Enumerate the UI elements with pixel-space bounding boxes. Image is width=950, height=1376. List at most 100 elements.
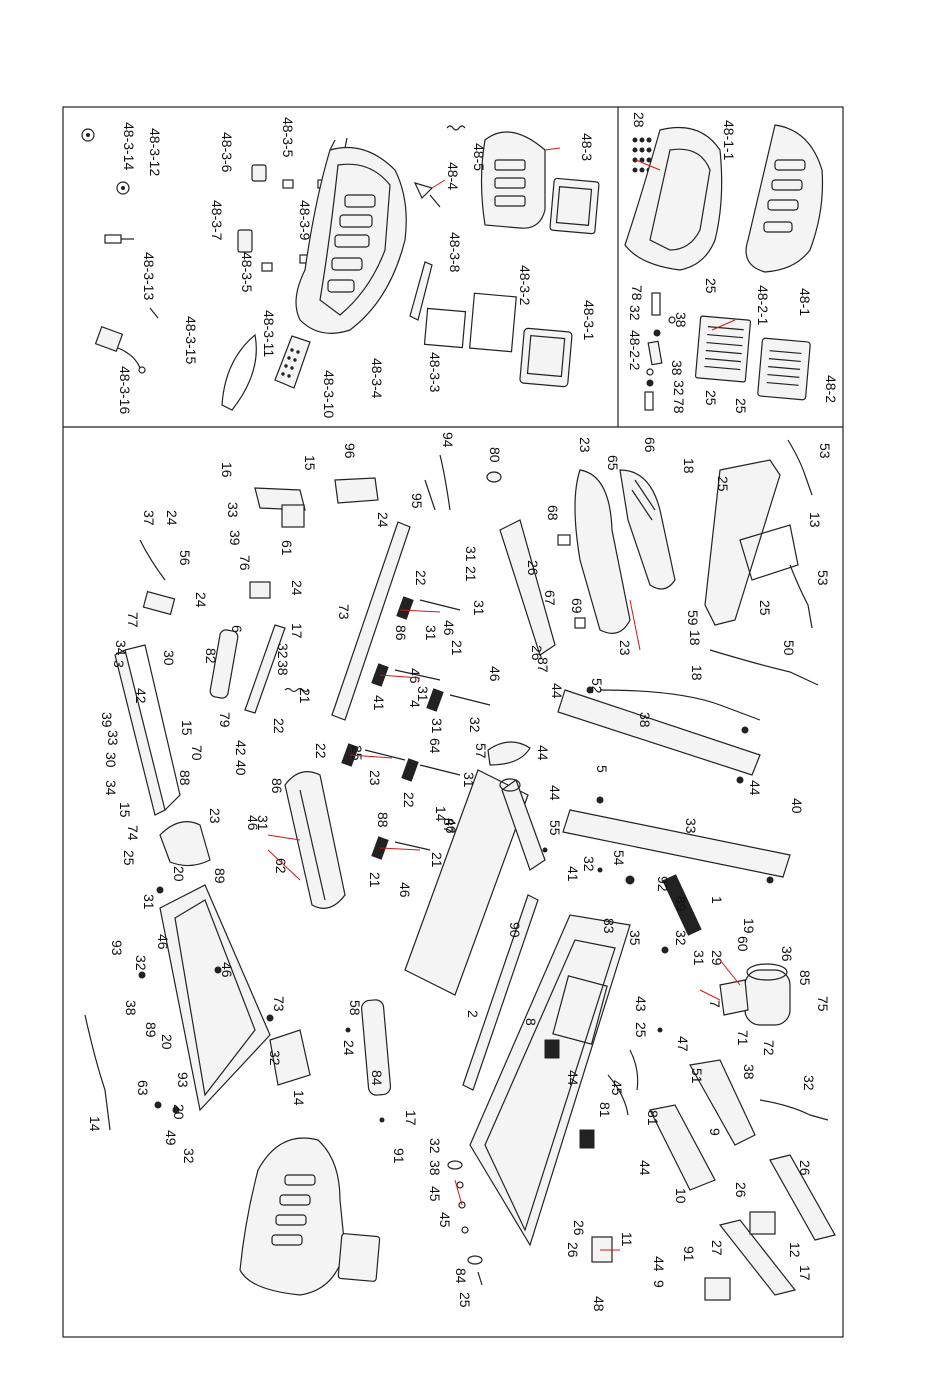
part-label: 89 <box>212 868 228 884</box>
part-label: 79 <box>217 712 233 728</box>
part-label: 91 <box>681 1246 697 1262</box>
part-label: 21 <box>449 640 465 656</box>
part-label: 44 <box>549 683 565 699</box>
part-label: 48-3-2 <box>517 265 533 306</box>
part-label: 20 <box>171 866 187 882</box>
part-label: 25 <box>733 398 749 414</box>
part-label: 87 <box>441 818 457 834</box>
part-label: 26 <box>733 1182 749 1198</box>
part-label: 45 <box>609 1080 625 1096</box>
part-label: 48-3-3 <box>427 352 443 393</box>
part-label: 25 <box>715 476 731 492</box>
part-label: 74 <box>125 825 141 841</box>
part-label: 39 <box>99 712 115 728</box>
part-label: 15 <box>302 455 318 471</box>
part-label: 9 <box>707 1128 723 1136</box>
part-label: 14 <box>87 1116 103 1132</box>
part-label: 25 <box>121 850 137 866</box>
part-label: 75 <box>815 996 831 1012</box>
part-label: 32 <box>671 380 687 396</box>
part-label: 3 <box>111 660 127 668</box>
part-label: 38 <box>275 660 291 676</box>
part-label: 23 <box>367 770 383 786</box>
console-breakdown-panel <box>81 125 600 411</box>
leader-lines <box>267 147 741 1251</box>
part-label: 81 <box>645 1110 661 1126</box>
part-label: 84 <box>453 1268 469 1284</box>
part-label: 34 <box>113 640 129 656</box>
part-label: 48-3-5 <box>239 252 255 293</box>
part-label: 47 <box>675 1036 691 1052</box>
part-label: 21 <box>429 852 445 868</box>
part-label: 83 <box>601 918 617 934</box>
diagram-border <box>62 106 844 1338</box>
part-label: 18 <box>681 458 697 474</box>
part-label: 70 <box>189 745 205 761</box>
part-label: 48-2-1 <box>755 285 771 326</box>
part-label: 33 <box>225 502 241 518</box>
part-label: 38 <box>427 1160 443 1176</box>
part-label: 48-4 <box>445 162 461 190</box>
part-label: 24 <box>289 580 305 596</box>
part-label: 46 <box>219 962 235 978</box>
part-label: 37 <box>141 510 157 526</box>
part-label: 57 <box>473 743 489 759</box>
part-label: 27 <box>709 1240 725 1256</box>
part-label: 31 <box>255 815 271 831</box>
part-label: 31 <box>471 600 487 616</box>
part-label: 5 <box>594 765 610 773</box>
part-label: 50 <box>781 640 797 656</box>
console-base-panel <box>624 124 824 411</box>
part-label: 12 <box>787 1242 803 1258</box>
part-label: 48-3-6 <box>219 132 235 173</box>
part-label: 32 <box>427 1138 443 1154</box>
part-label: 32 <box>181 1148 197 1164</box>
part-label: 71 <box>735 1030 751 1046</box>
part-label: 48-3-8 <box>447 232 463 273</box>
part-label: 38 <box>123 1000 139 1016</box>
part-label: 30 <box>161 650 177 666</box>
part-label: 78 <box>629 285 645 301</box>
part-label: 48-3-16 <box>117 366 133 414</box>
part-label: 25 <box>349 745 365 761</box>
part-label: 22 <box>401 792 417 808</box>
part-label: 86 <box>269 778 285 794</box>
part-label: 4 <box>407 700 423 708</box>
part-label: 32 <box>627 305 643 321</box>
part-label: 26 <box>571 1220 587 1236</box>
part-label: 86 <box>393 625 409 641</box>
part-label: 39 <box>227 530 243 546</box>
part-label: 66 <box>642 437 658 453</box>
part-label: 80 <box>487 447 503 463</box>
part-label: 38 <box>673 312 689 328</box>
part-label: 31 <box>429 718 445 734</box>
part-label: 48-3-9 <box>297 200 313 241</box>
part-label: 52 <box>589 678 605 694</box>
part-label: 59 <box>685 610 701 626</box>
part-label: 93 <box>109 940 125 956</box>
part-label: 88 <box>375 812 391 828</box>
part-label: 24 <box>341 1040 357 1056</box>
part-label: 32 <box>467 717 483 733</box>
part-label: 68 <box>545 505 561 521</box>
part-label: 38 <box>741 1064 757 1080</box>
part-label: 63 <box>135 1080 151 1096</box>
part-label: 48-3-15 <box>183 316 199 364</box>
part-label: 48-5 <box>471 143 487 171</box>
part-label: 36 <box>779 946 795 962</box>
part-label: 31 <box>463 546 479 562</box>
part-label: 14 <box>433 806 449 822</box>
part-label: 56 <box>177 550 193 566</box>
part-label: 82 <box>203 648 219 664</box>
part-label: 28 <box>631 112 647 128</box>
part-label: 34 <box>103 780 119 796</box>
part-label: 42 <box>133 688 149 704</box>
part-label: 46 <box>245 815 261 831</box>
part-label: 25 <box>703 278 719 294</box>
part-label: 46 <box>441 620 457 636</box>
part-label: 67 <box>542 590 558 606</box>
label-group-console-b: 28 48-1-1 48-1 78 25 48-2-1 32 38 48-2-2… <box>627 112 839 414</box>
part-label: 19 <box>741 918 757 934</box>
part-label: 48-3-14 <box>121 122 137 170</box>
